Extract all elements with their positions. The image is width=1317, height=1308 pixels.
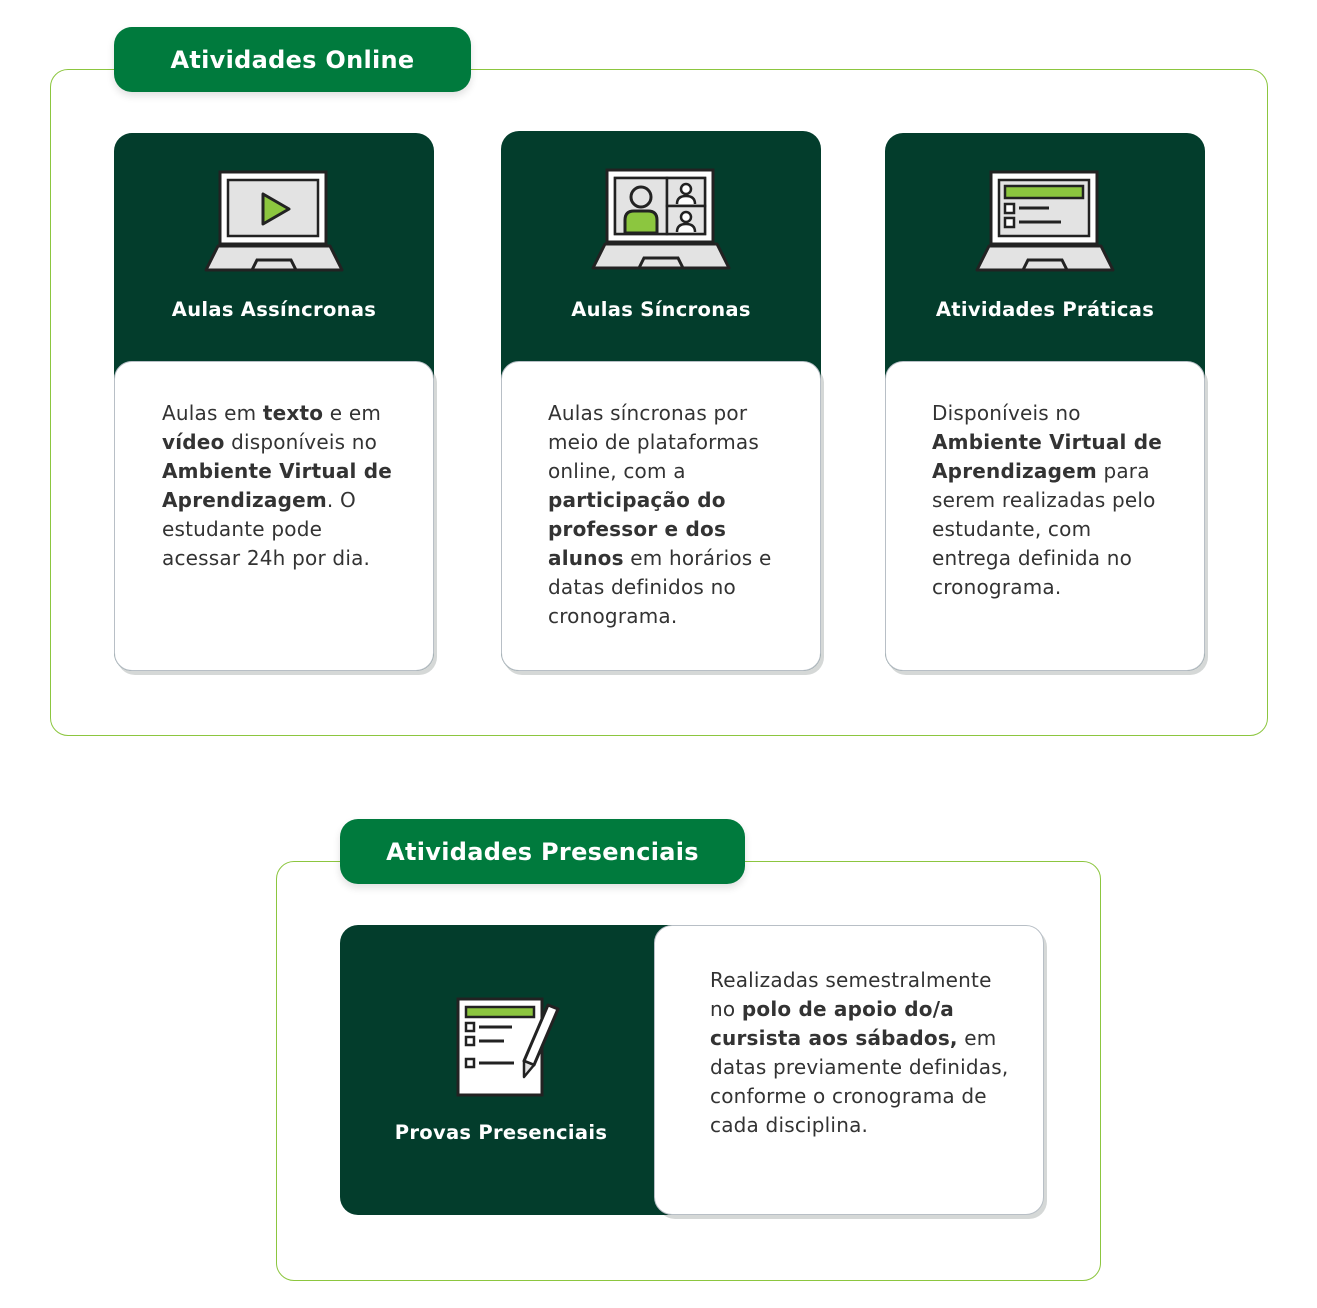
description-bold-text: polo de apoio do/a cursista aos sábados, [710, 997, 958, 1050]
laptop-play-icon [204, 170, 344, 272]
laptop-checklist-icon [975, 170, 1115, 272]
description-bold-text: Ambiente Virtual de Aprendizagem [162, 459, 393, 512]
card-header-panel: Provas Presenciais [340, 925, 700, 1215]
card-title: Aulas Síncronas [571, 298, 751, 321]
card-description: Aulas em texto e em vídeo disponíveis no… [162, 399, 394, 573]
description-text: Aulas em [162, 401, 263, 425]
card-title: Provas Presenciais [394, 1121, 608, 1144]
description-text: em horários e datas definidos no cronogr… [548, 546, 772, 628]
card-description-panel: Disponíveis no Ambiente Virtual de Apren… [885, 361, 1205, 671]
description-bold-text: texto [262, 401, 324, 425]
laptop-video-call-icon [591, 168, 731, 270]
description-text: Realizadas semestralmente no [710, 968, 992, 1021]
description-text: para serem realizadas pelo estudante, co… [932, 459, 1156, 599]
description-text: Aulas síncronas por meio de plataformas … [548, 401, 760, 483]
card-description-panel: Aulas síncronas por meio de plataformas … [501, 361, 821, 671]
card-atividades-praticas: Atividades Práticas Disponíveis no Ambie… [885, 133, 1205, 671]
card-title: Atividades Práticas [935, 298, 1155, 321]
card-description-panel: Realizadas semestralmente no polo de apo… [654, 925, 1044, 1215]
description-bold-text: Ambiente Virtual de Aprendizagem [932, 430, 1163, 483]
description-bold-text: participação do professor e dos alunos [548, 488, 727, 570]
description-text: . O estudante pode acessar 24h por dia. [162, 488, 371, 570]
exam-pencil-icon [456, 997, 560, 1097]
description-text: Disponíveis no [932, 401, 1081, 425]
online-section-title: Atividades Online [114, 27, 471, 92]
card-description: Disponíveis no Ambiente Virtual de Apren… [932, 399, 1168, 602]
card-description: Realizadas semestralmente no polo de apo… [710, 966, 1010, 1140]
card-description-panel: Aulas em texto e em vídeo disponíveis no… [114, 361, 434, 671]
description-text: e em [323, 401, 382, 425]
presencial-section-title: Atividades Presenciais [340, 819, 745, 884]
card-aulas-assincronas: Aulas Assíncronas Aulas em texto e em ví… [114, 133, 434, 671]
card-aulas-sincronas: Aulas Síncronas Aulas síncronas por meio… [501, 131, 821, 671]
description-bold-text: vídeo [162, 430, 225, 454]
card-title: Aulas Assíncronas [171, 298, 377, 321]
description-text: disponíveis no [224, 430, 378, 454]
card-description: Aulas síncronas por meio de plataformas … [548, 399, 780, 631]
card-provas-presenciais: Provas Presenciais Realizadas semestralm… [340, 925, 1044, 1215]
description-text: em datas previamente definidas, conforme… [710, 1026, 1009, 1137]
